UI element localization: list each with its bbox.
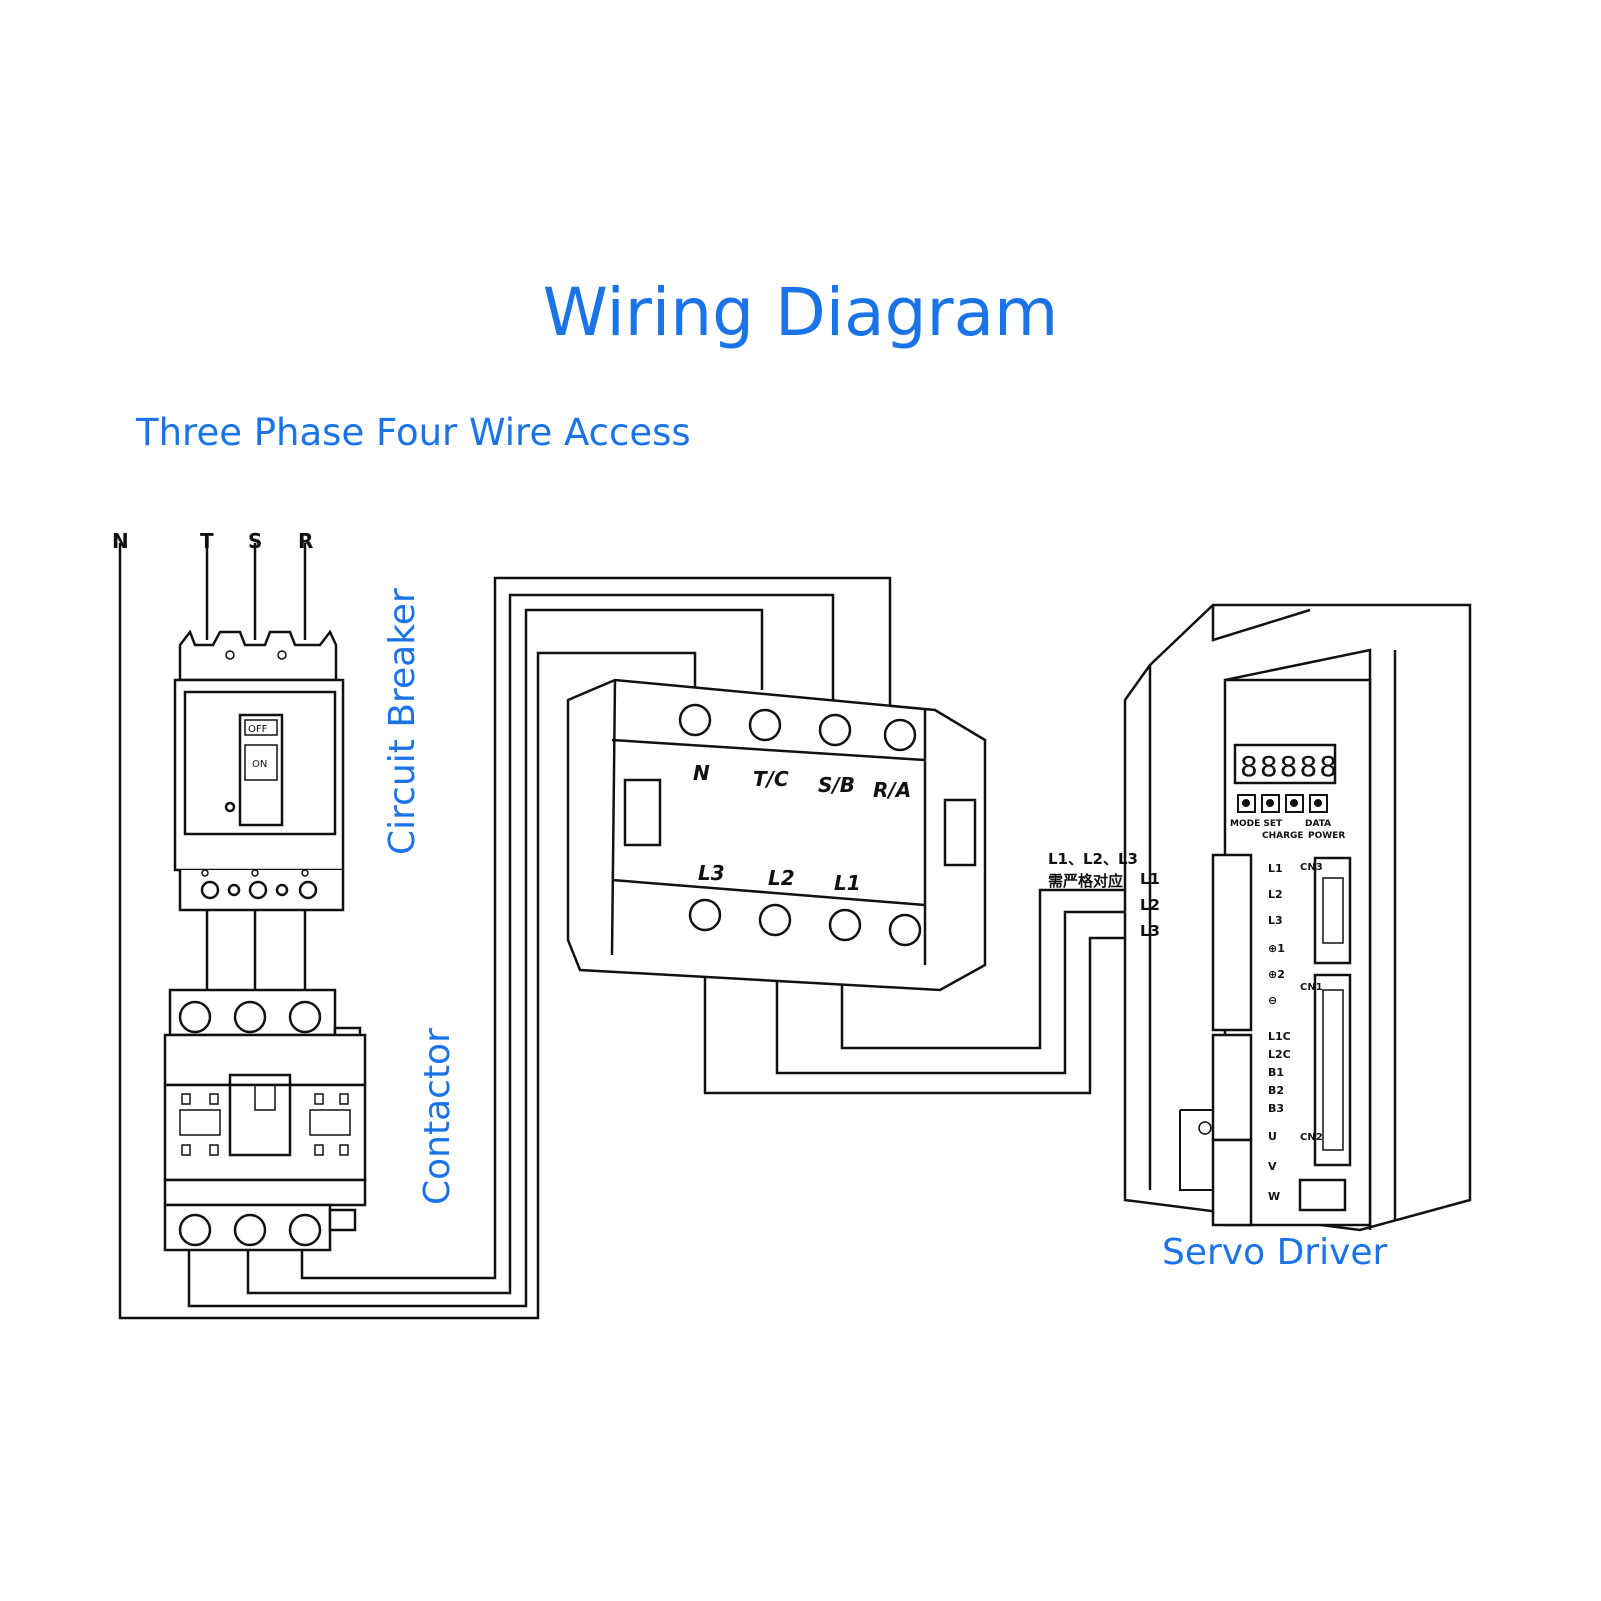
- phase-n-label: N: [112, 529, 129, 553]
- page-subtitle: Three Phase Four Wire Access: [136, 411, 691, 454]
- svg-text:⊕1: ⊕1: [1268, 942, 1285, 955]
- svg-text:B1: B1: [1268, 1066, 1284, 1079]
- servo-driver-label: Servo Driver: [1162, 1232, 1388, 1273]
- relay-terminal-n: N: [693, 761, 710, 785]
- wire-l2: [775, 910, 1205, 1075]
- svg-text:⊖: ⊖: [1268, 994, 1277, 1007]
- servo-input-l3: L3: [1140, 922, 1160, 940]
- svg-text:L2C: L2C: [1268, 1048, 1291, 1061]
- svg-text:ON: ON: [252, 759, 267, 770]
- data-label: DATA: [1305, 819, 1331, 829]
- svg-text:B2: B2: [1268, 1084, 1284, 1097]
- relay-terminal-l1: L1: [834, 871, 861, 895]
- relay-terminal-tc: T/C: [753, 767, 789, 791]
- servo-note-line2: 需严格对应: [1048, 872, 1123, 890]
- charge-label: CHARGE: [1262, 831, 1304, 841]
- svg-text:L1: L1: [1268, 862, 1283, 875]
- svg-text:U: U: [1268, 1130, 1277, 1143]
- relay-terminal-ra: R/A: [873, 778, 911, 802]
- svg-text:L1C: L1C: [1268, 1030, 1291, 1043]
- svg-text:L3: L3: [1268, 914, 1283, 927]
- circuit-breaker: OFF ON: [173, 629, 345, 912]
- svg-text:V: V: [1268, 1160, 1277, 1173]
- relay-terminal-l2: L2: [768, 866, 795, 890]
- wire-l1: [840, 888, 1205, 1050]
- svg-text:⊕2: ⊕2: [1268, 968, 1285, 981]
- svg-text:B3: B3: [1268, 1102, 1284, 1115]
- breaker-switch[interactable]: [238, 713, 284, 827]
- servo-note-line1: L1、L2、L3: [1048, 850, 1138, 868]
- cn1-label: CN1: [1300, 982, 1323, 993]
- phase-r-label: R: [298, 529, 313, 553]
- phase-t-label: T: [200, 529, 214, 553]
- contactor-label: Contactor: [417, 1028, 458, 1205]
- phase-s-label: S: [248, 529, 262, 553]
- wire-r: [300, 576, 892, 1280]
- wire-t: [187, 608, 764, 1308]
- solid-state-relay: [566, 678, 987, 992]
- servo-driver: 88888: [1123, 603, 1472, 1232]
- cn2-label: CN2: [1300, 1132, 1323, 1143]
- wire-n: [118, 543, 697, 1320]
- contactor: [163, 988, 367, 1252]
- servo-input-l1: L1: [1140, 870, 1160, 888]
- cn3-label: CN3: [1300, 862, 1323, 873]
- page-title: Wiring Diagram: [542, 274, 1059, 351]
- relay-terminal-l3: L3: [698, 861, 725, 885]
- svg-text:W: W: [1268, 1190, 1280, 1203]
- power-label: POWER: [1308, 831, 1345, 841]
- wire-s: [246, 593, 835, 1295]
- svg-text:OFF: OFF: [248, 724, 268, 735]
- servo-input-l2: L2: [1140, 896, 1160, 914]
- circuit-breaker-label: Circuit Breaker: [382, 588, 423, 855]
- servo-display: 88888: [1240, 750, 1339, 783]
- mode-set-label: MODE SET: [1230, 819, 1283, 829]
- svg-text:L2: L2: [1268, 888, 1283, 901]
- relay-terminal-sb: S/B: [818, 773, 855, 797]
